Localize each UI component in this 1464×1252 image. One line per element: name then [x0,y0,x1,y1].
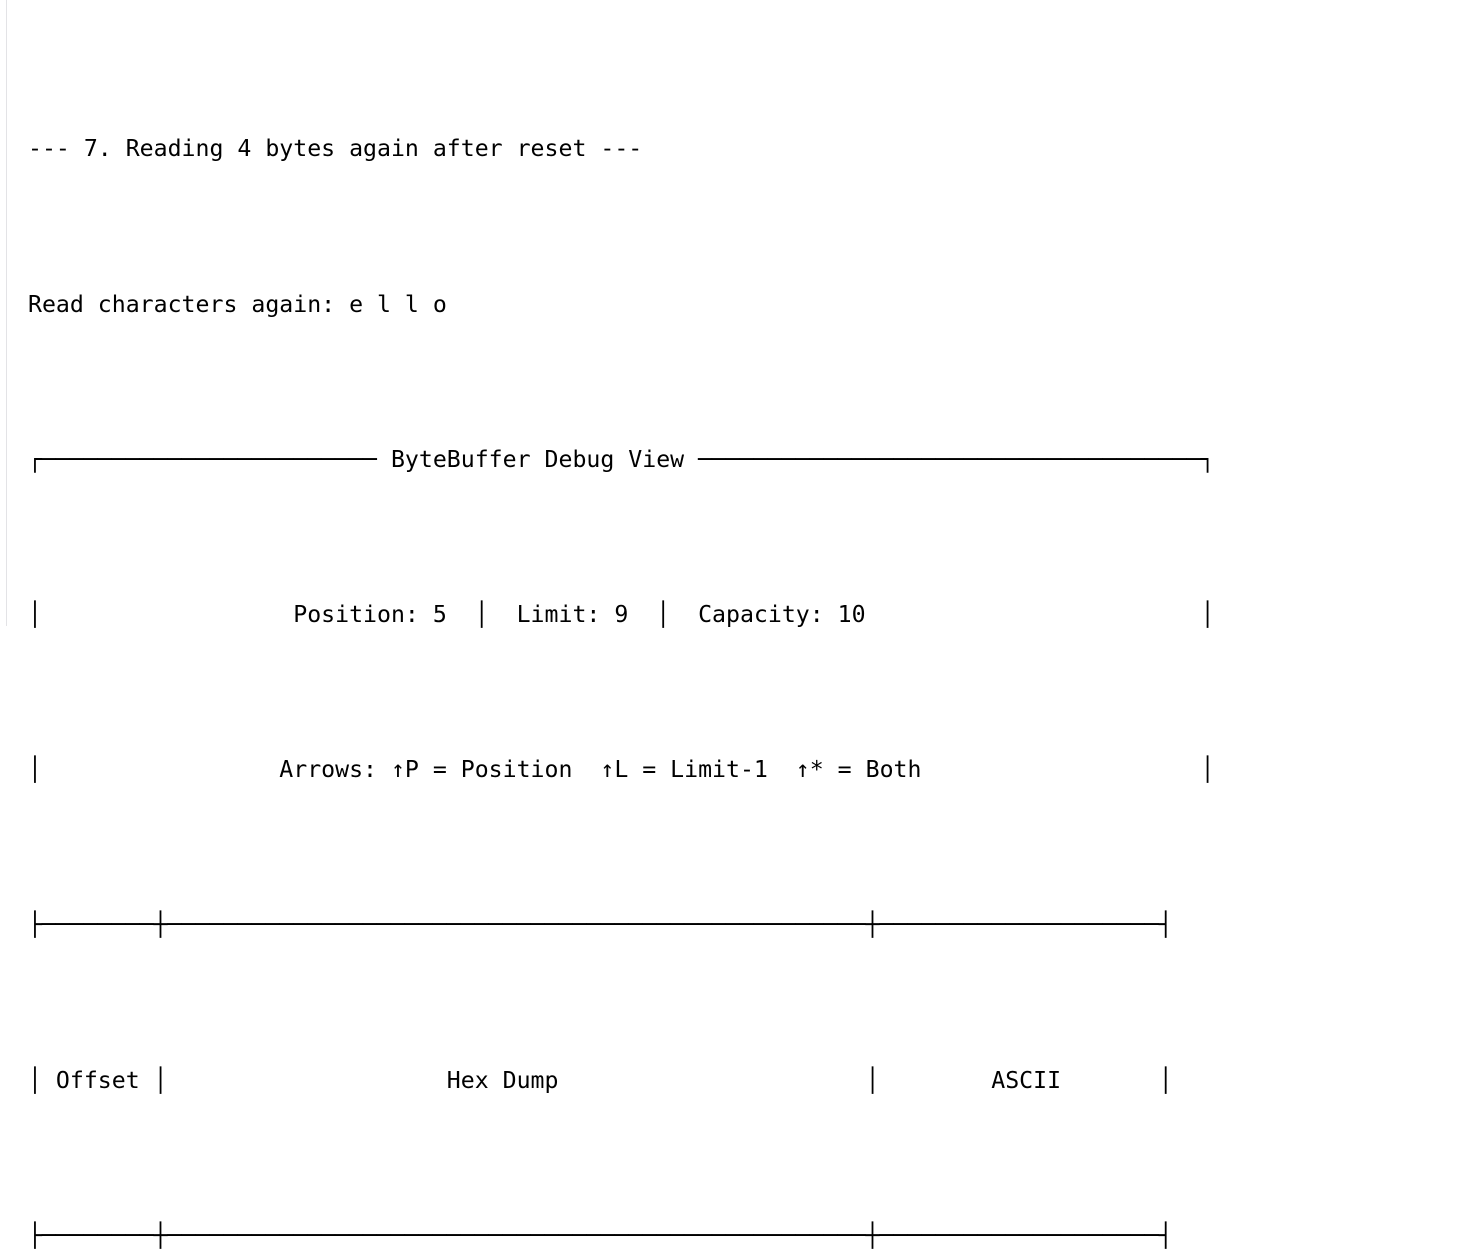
debug-view-separator-mid: ├────────┼──────────────────────────────… [28,1221,1173,1249]
debug-view-stats-line: │ Position: 5 │ Limit: 9 │ Capacity: 10 … [28,600,1215,628]
console-gutter-rule [6,0,7,626]
debug-view-separator-top: ├────────┼──────────────────────────────… [28,911,1173,939]
debug-view-title-line: ┌──────────────────────── ByteBuffer Deb… [28,445,1215,473]
read-characters-line: Read characters again: e l l o [28,290,447,318]
debug-view-column-header-line: │ Offset │ Hex Dump │ ASCII │ [28,1066,1173,1094]
section-header-line: --- 7. Reading 4 bytes again after reset… [28,135,643,163]
console-output: --- 7. Reading 4 bytes again after reset… [28,14,1448,1252]
debug-view-legend-line: │ Arrows: ↑P = Position ↑L = Limit-1 ↑* … [28,756,1215,784]
